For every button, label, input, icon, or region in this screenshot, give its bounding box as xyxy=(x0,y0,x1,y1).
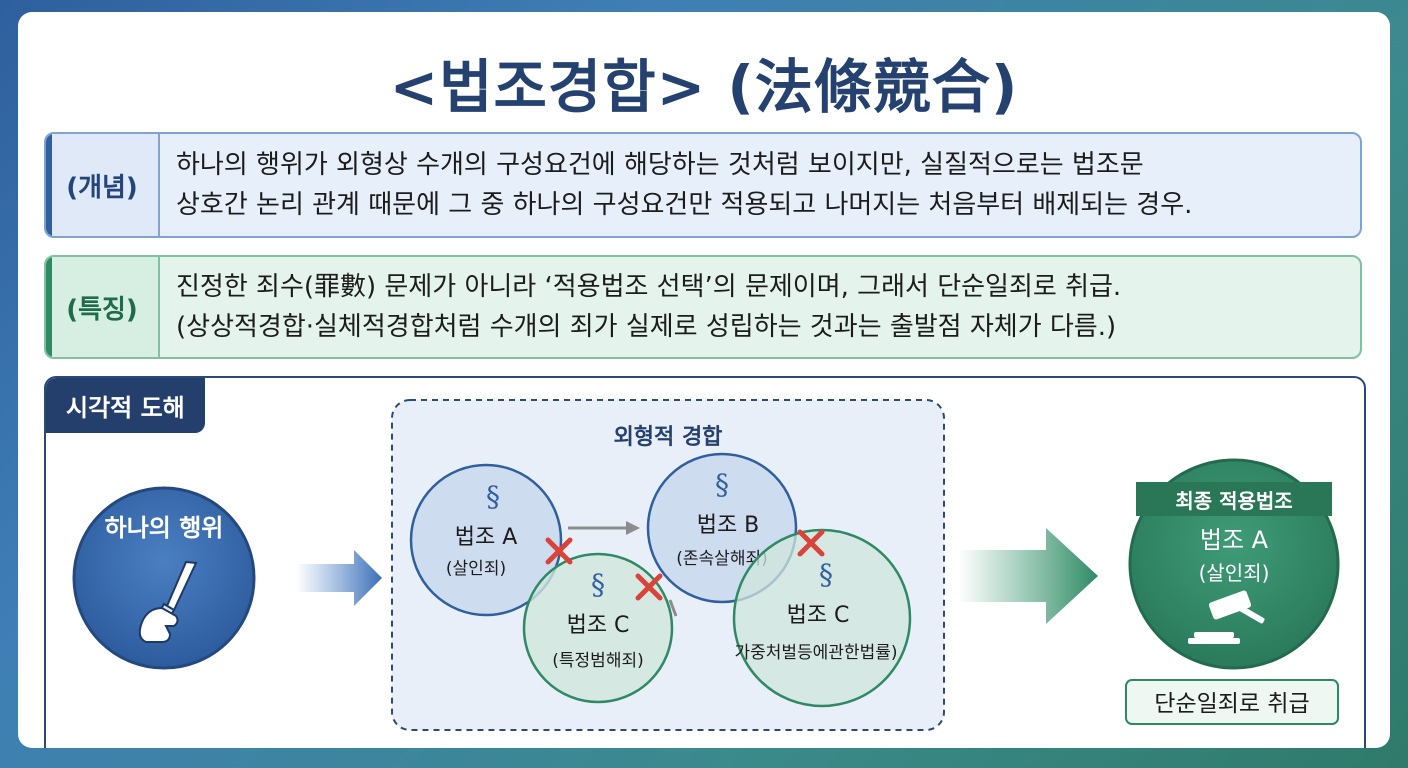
final-law-name: 법조 A xyxy=(1200,526,1269,554)
law-b-name: 법조 B xyxy=(697,513,760,538)
law-a-circle: § 법조 A (살인죄) xyxy=(409,463,563,617)
concept-line-1: 하나의 행위가 외형상 수개의 구성요건에 해당하는 것처럼 보이지만, 실질적… xyxy=(176,150,1144,180)
law-c1-circle: § 법조 C (특정범해죄) xyxy=(522,552,674,704)
cross-mark-icon xyxy=(545,529,825,601)
result-label: 단순일죄로 취급 xyxy=(1154,691,1309,717)
visual-diagram-panel: 시각적 도해 xyxy=(44,376,1366,748)
visual-tag: 시각적 도해 xyxy=(46,378,205,433)
concept-tag: (개념) xyxy=(46,134,160,236)
law-c2-symbol: § xyxy=(819,558,833,591)
feature-line-2: (상상적경합·실체적경합처럼 수개의 죄가 실제로 성립하는 것과는 출발점 자… xyxy=(176,312,1117,342)
result-box: 단순일죄로 취급 xyxy=(1125,679,1339,725)
feature-tag: (특징) xyxy=(46,257,160,357)
law-c2-crime: 가중처벌등에관한법률) xyxy=(734,643,897,663)
gavel-icon xyxy=(1188,590,1265,644)
page-title: <법조경합> (法條競合) xyxy=(389,53,1019,121)
arrow-icon xyxy=(296,550,382,606)
law-a-crime: (살인죄) xyxy=(446,559,506,579)
law-c1-name: 법조 C xyxy=(567,613,630,638)
final-law-circle: 최종 적용법조 법조 A (살인죄) xyxy=(1128,458,1340,670)
law-b-crime: (존속살해죄) xyxy=(676,549,767,569)
concept-line-2: 상호간 논리 관계 때문에 그 중 하나의 구성요건만 적용되고 나머지는 처음… xyxy=(176,190,1193,220)
arrow-icon xyxy=(958,528,1098,624)
knife-hand-icon xyxy=(138,560,198,643)
law-c1-crime: (특정범해죄) xyxy=(552,651,643,671)
main-card: <법조경합> (法條競合) (개념) 하나의 행위가 외형상 수개의 구성요건에… xyxy=(18,12,1390,748)
concept-box: (개념) 하나의 행위가 외형상 수개의 구성요건에 해당하는 것처럼 보이지만… xyxy=(44,132,1362,238)
law-a-symbol: § xyxy=(486,480,500,513)
act-circle: 하나의 행위 xyxy=(72,486,256,670)
final-law-crime: (살인죄) xyxy=(1199,561,1270,585)
law-c1-symbol: § xyxy=(591,568,605,601)
group-label: 외형적 경합 xyxy=(614,424,723,450)
law-c2-name: 법조 C xyxy=(787,603,850,628)
law-connector xyxy=(568,521,678,617)
law-a-name: 법조 A xyxy=(455,525,518,550)
final-header: 최종 적용법조 xyxy=(1175,489,1292,513)
diagram-canvas: 하나의 행위 외형적 경합 § 법조 A (살인 xyxy=(72,399,1340,731)
feature-line-1: 진정한 죄수(罪數) 문제가 아니라 ‘적용법조 선택’의 문제이며, 그래서 … xyxy=(176,272,1122,302)
concept-text: 하나의 행위가 외형상 수개의 구성요건에 해당하는 것처럼 보이지만, 실질적… xyxy=(160,134,1360,236)
law-b-symbol: § xyxy=(715,468,729,501)
feature-text: 진정한 죄수(罪數) 문제가 아니라 ‘적용법조 선택’의 문제이며, 그래서 … xyxy=(160,257,1360,357)
act-label: 하나의 행위 xyxy=(105,514,224,542)
feature-box: (특징) 진정한 죄수(罪數) 문제가 아니라 ‘적용법조 선택’의 문제이며,… xyxy=(44,255,1362,359)
